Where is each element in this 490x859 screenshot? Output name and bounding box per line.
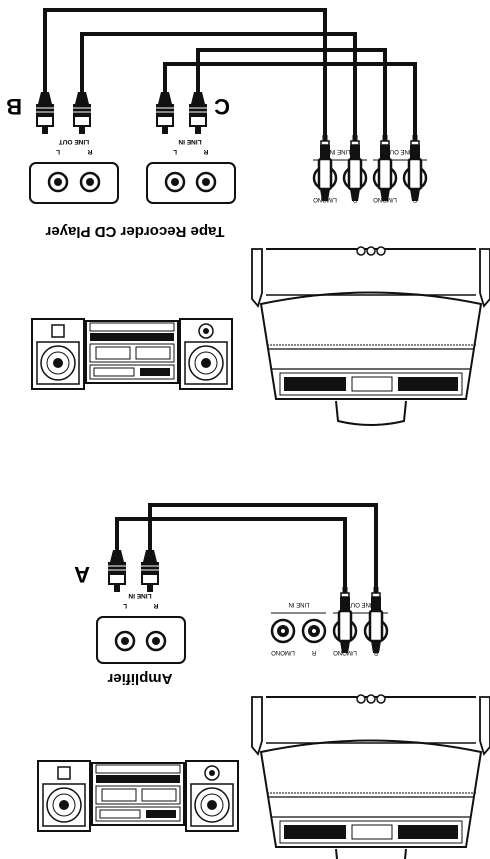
jack-label: R <box>311 649 316 655</box>
channel-label-right: R <box>153 602 158 609</box>
devices-label-tape-cd: Tape Recorder CD Player <box>45 223 224 240</box>
channel-label-left: L <box>56 148 60 155</box>
rca-socket-left <box>47 171 69 193</box>
line-out-heading: LINE OUT <box>347 601 375 607</box>
cable-letter-c: C <box>214 94 230 119</box>
mixer-console-1 <box>251 694 490 859</box>
rca-socket-right <box>79 171 101 193</box>
rca-plug <box>155 91 175 135</box>
line-in-heading: LINE IN <box>128 592 151 599</box>
cable-letter-b: B <box>6 94 22 119</box>
cable-c: C <box>155 48 423 203</box>
devices-label-amplifier: Amplifier <box>107 670 172 687</box>
line-in-heading: LINE IN <box>288 601 309 607</box>
jack-plug <box>407 133 423 203</box>
cd-player-panel: R L LINE OUT <box>29 138 119 204</box>
cable-b: B <box>6 8 363 203</box>
jack-plug <box>317 133 333 203</box>
mixer-console-2 <box>251 246 490 426</box>
line-out-heading: LINE OUT <box>386 148 414 154</box>
rca-socket-left <box>114 630 136 652</box>
rca-plug <box>140 549 160 593</box>
rca-plug <box>72 91 92 135</box>
rca-socket-right <box>195 171 217 193</box>
diagram-amplifier: Amplifier R L/MONO R L/MONO LINE OUT LIN… <box>37 503 490 859</box>
diagram-tape-recorder-cd-player: Tape Recorder CD Player R L/MONO R L/MON… <box>6 8 490 426</box>
rca-plug <box>35 91 55 135</box>
line-out-heading: LINE OUT <box>59 138 89 145</box>
line-in-heading: LINE IN <box>329 148 350 154</box>
rca-plug <box>107 549 127 593</box>
channel-label-left: L <box>123 602 127 609</box>
jack-label: L/MONO <box>271 649 295 655</box>
rca-plug <box>188 91 208 135</box>
cable-letter-a: A <box>74 562 90 587</box>
jack-plug <box>337 585 353 655</box>
hifi-system-1 <box>37 760 239 832</box>
amplifier-input-panel: R L LINE IN <box>96 592 186 664</box>
line-in-heading: LINE IN <box>178 138 201 145</box>
jack-plug <box>377 133 393 203</box>
jack-socket <box>270 618 296 644</box>
cable-a: A <box>74 503 384 655</box>
hifi-system-2 <box>31 318 233 390</box>
rca-socket-left <box>164 171 186 193</box>
jack-plug <box>347 133 363 203</box>
jack-socket <box>301 618 327 644</box>
jack-plug <box>368 585 384 655</box>
tape-recorder-panel: R L LINE IN <box>146 138 236 204</box>
channel-label-right: R <box>87 148 92 155</box>
channel-label-left: L <box>173 148 177 155</box>
rca-socket-right <box>145 630 167 652</box>
channel-label-right: R <box>203 148 208 155</box>
